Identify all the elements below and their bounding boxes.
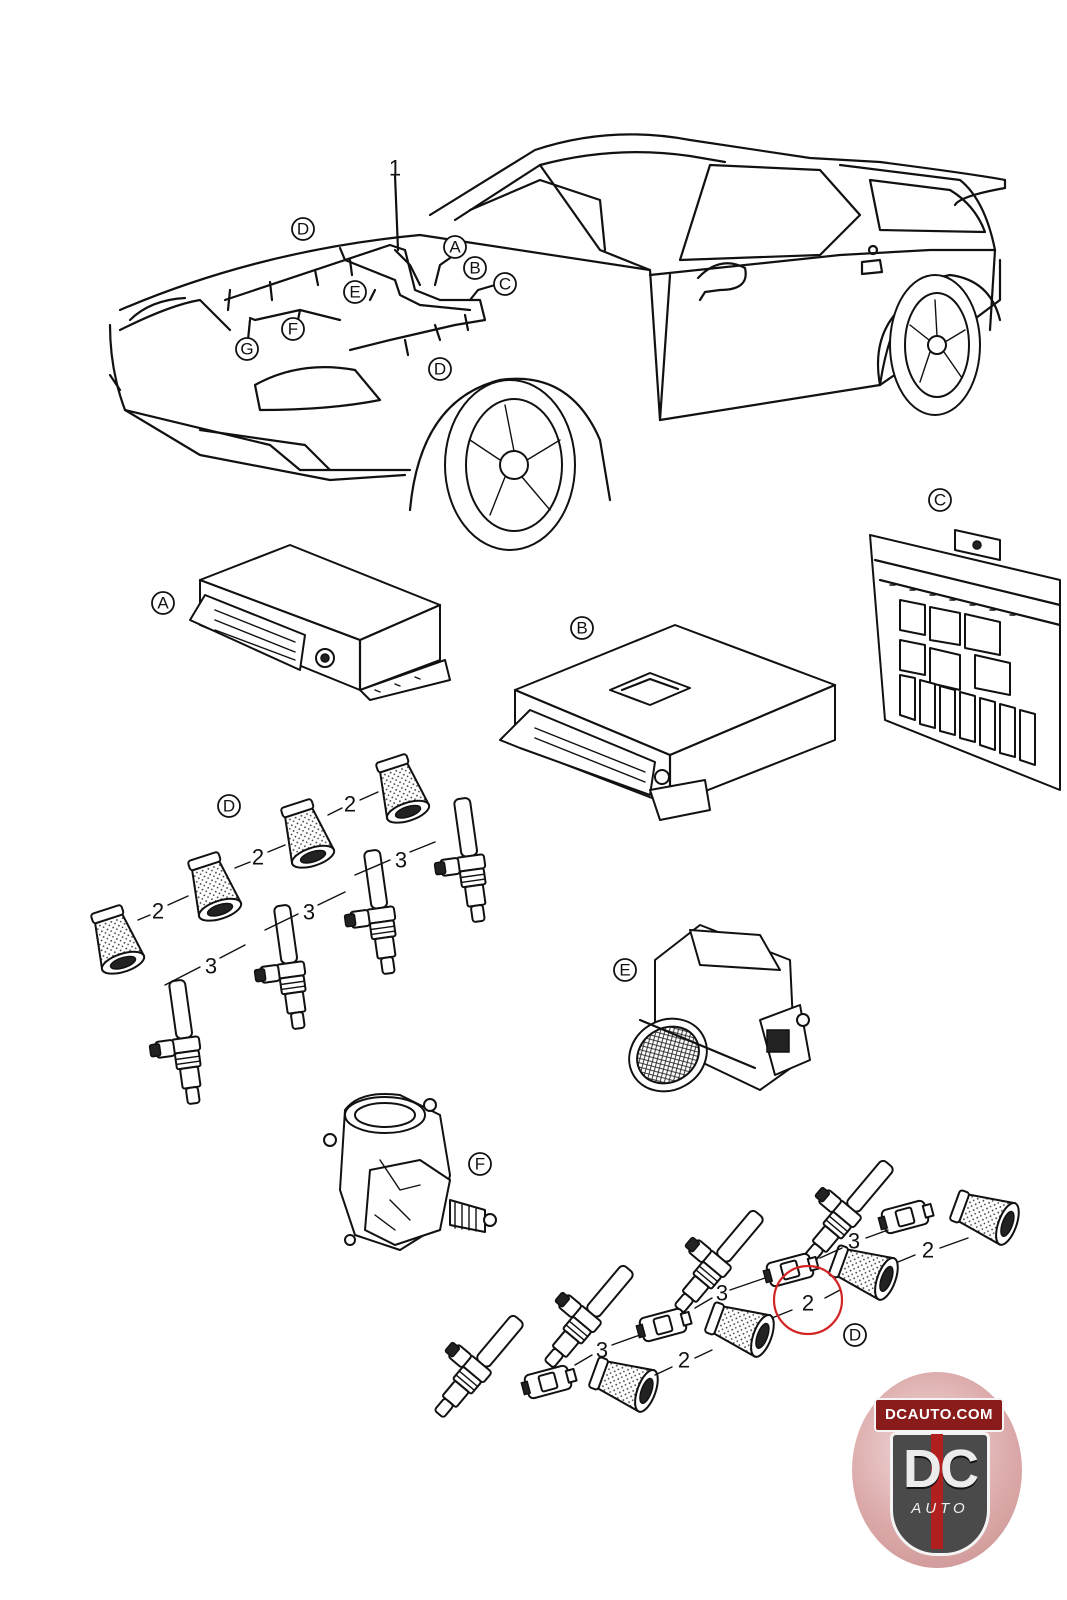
logo-mark: DC	[903, 1439, 979, 1499]
car-callouts: 1 D A B C E F G D	[235, 156, 517, 381]
air-mass-meter-e	[628, 924, 811, 1093]
logo-site: DCAUTO.COM	[874, 1398, 1004, 1432]
logo-stripe	[931, 1434, 943, 1549]
item-3-label: 3	[395, 848, 407, 873]
part-number-label: 1	[389, 156, 401, 181]
logo-sub: AUTO	[911, 1500, 969, 1517]
item-3-label: 3	[596, 1338, 608, 1363]
wiring-harness	[223, 173, 497, 357]
callout-e-car: E	[349, 283, 360, 302]
callout-d-top: D	[297, 220, 309, 239]
item-3-label: 3	[205, 954, 217, 979]
item-labels-d-lower: 3 3 3 2 2 2	[596, 1229, 934, 1373]
car-illustration	[108, 133, 1007, 551]
dcauto-watermark-logo: DC AUTO DCAUTO.COM	[852, 1372, 1022, 1568]
item-2-label: 2	[802, 1291, 814, 1316]
callout-f-car: F	[288, 320, 298, 339]
callout-e: E	[619, 961, 630, 980]
item-2-label: 2	[678, 1348, 690, 1373]
highlight-circle	[772, 1264, 844, 1336]
callout-d-upper: D	[223, 797, 235, 816]
callout-a: A	[157, 594, 169, 613]
callout-a-car: A	[449, 238, 461, 257]
item-2-label: 2	[252, 845, 264, 870]
callout-b: B	[576, 619, 587, 638]
item-labels-d-upper: 2 2 2 3 3 3	[152, 792, 407, 979]
item-3-label: 3	[303, 900, 315, 925]
callout-c: C	[934, 491, 946, 510]
callout-b-car: B	[469, 259, 480, 278]
item-2-label: 2	[344, 792, 356, 817]
item-3-label: 3	[848, 1229, 860, 1254]
injector-set-d-upper	[83, 750, 494, 1110]
callout-d-lower: D	[849, 1326, 861, 1345]
item-3-label: 3	[716, 1281, 728, 1306]
callout-c-car: C	[499, 275, 511, 294]
injector-set-d-lower	[410, 1139, 1025, 1425]
control-unit-b	[499, 624, 837, 821]
throttle-body-f	[323, 1093, 497, 1251]
callout-d-car: D	[434, 360, 446, 379]
callout-f: F	[475, 1155, 485, 1174]
item-2-label: 2	[152, 899, 164, 924]
fuse-panel-c	[869, 529, 1062, 791]
item-2-label: 2	[922, 1238, 934, 1263]
callout-g-car: G	[240, 340, 253, 359]
control-unit-a	[189, 544, 451, 701]
